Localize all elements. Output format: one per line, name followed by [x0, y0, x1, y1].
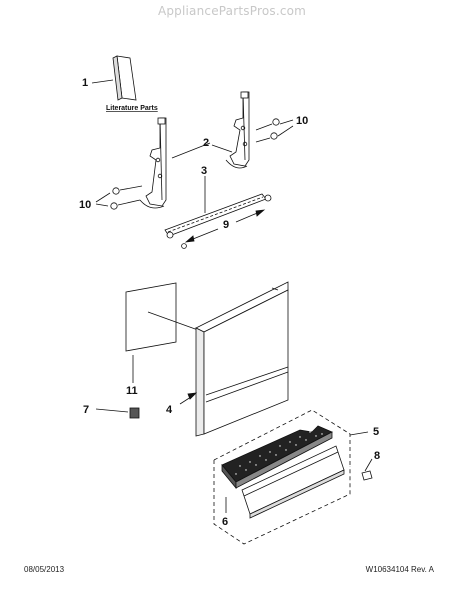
callout-10-right: 10	[296, 115, 308, 127]
footer-date: 08/05/2013	[24, 565, 65, 574]
screws-left	[95, 185, 143, 210]
insulation-panel	[125, 282, 199, 383]
perforation-dots	[235, 431, 323, 475]
kick-plate	[225, 445, 345, 519]
footer-doc-id: W10634104 Rev. A	[365, 565, 434, 574]
right-door-bracket	[225, 91, 250, 169]
left-door-bracket	[139, 117, 167, 209]
hinge-rod	[164, 176, 272, 249]
literature-booklet	[91, 55, 137, 101]
watermark: AppliancePartsPros.com	[157, 4, 307, 18]
callout-8: 8	[374, 450, 380, 462]
callout-2: 2	[203, 137, 209, 149]
door-panel	[179, 281, 289, 437]
callout-6: 6	[222, 516, 228, 528]
callout-10-left: 10	[79, 199, 91, 211]
kick-plate-screw	[361, 458, 373, 481]
callout-9: 9	[223, 219, 229, 231]
callout-4: 4	[166, 404, 173, 416]
screws-right	[255, 118, 294, 143]
callout-5: 5	[373, 426, 379, 438]
callout-11: 11	[126, 385, 138, 397]
callout-1: 1	[82, 77, 88, 89]
callout-7: 7	[83, 404, 89, 416]
literature-parts-label: Literature Parts	[106, 105, 158, 112]
rod-length-dimension	[184, 209, 266, 243]
callout-3: 3	[201, 165, 207, 177]
door-clip	[95, 407, 140, 419]
panel-group-outline	[213, 409, 351, 545]
perforated-insert	[221, 425, 369, 490]
